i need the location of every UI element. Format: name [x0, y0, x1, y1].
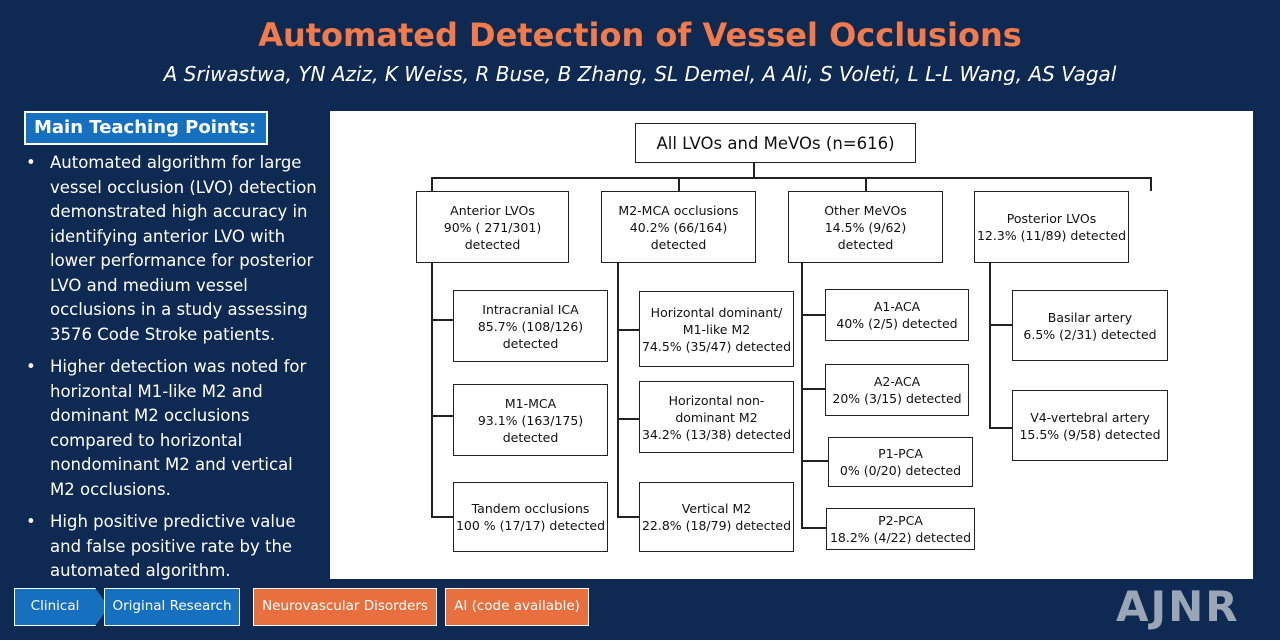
connector-line — [753, 162, 755, 178]
node-line-2: 15.5% (9/58) detected — [1019, 426, 1161, 442]
connector-line — [431, 319, 454, 321]
teaching-points-heading: Main Teaching Points: — [24, 111, 268, 145]
connector-line — [801, 388, 826, 390]
node-title: Tandem occlusions — [471, 501, 590, 516]
bullet-icon: • — [26, 357, 36, 376]
node-line-2: 12.3% (11/89) detected — [976, 228, 1127, 243]
category-other-mevos: Other MeVOs 14.5% (9/62) detected — [788, 191, 943, 263]
tag-clinical[interactable]: Clinical — [14, 588, 96, 626]
node-tandem-occlusions: Tandem occlusions 100 % (17/17) detected — [453, 482, 608, 552]
connector-line — [801, 527, 827, 529]
node-title: Other MeVOs — [824, 202, 907, 218]
node-line-3: detected — [837, 236, 894, 252]
bullet-icon: • — [26, 153, 36, 172]
flowchart-panel: All LVOs and MeVOs (n=616) Anterior LVOs… — [330, 111, 1253, 579]
node-title: Horizontal non- — [668, 392, 765, 408]
tag-ai-code-available[interactable]: AI (code available) — [445, 588, 589, 626]
connector-line — [989, 324, 1013, 326]
teaching-point-text: Automated algorithm for large vessel occ… — [50, 153, 317, 344]
node-line-2: dominant M2 — [675, 409, 758, 425]
node-line-3: detected — [502, 335, 559, 351]
connector-line — [617, 418, 640, 420]
category-m2-mca: M2-MCA occlusions 40.2% (66/164) detecte… — [601, 191, 756, 263]
connector-line — [989, 262, 991, 428]
node-line-3: detected — [650, 236, 707, 252]
node-line-2: 20% (3/15) detected — [832, 391, 962, 406]
node-title: Vertical M2 — [681, 501, 752, 516]
node-line-2: 0% (0/20) detected — [839, 463, 962, 478]
ajnr-logo: AJNR — [1116, 582, 1240, 631]
node-title: V4-vertebral artery — [1030, 409, 1150, 425]
node-title: Intracranial ICA — [482, 301, 579, 317]
tag-original-research[interactable]: Original Research — [104, 588, 240, 626]
node-line-3: detected — [464, 236, 521, 252]
teaching-points-list: • Automated algorithm for large vessel oc… — [22, 151, 322, 592]
connector-line — [431, 415, 454, 417]
node-line-2: 22.8% (18/79) detected — [641, 518, 792, 533]
connector-line — [801, 314, 826, 316]
connector-line — [617, 516, 640, 518]
node-title: Basilar artery — [1047, 309, 1133, 325]
author-list: A Sriwastwa, YN Aziz, K Weiss, R Buse, B… — [163, 62, 1117, 86]
page-title: Automated Detection of Vessel Occlusions — [258, 16, 1022, 54]
node-a2-aca: A2-ACA 20% (3/15) detected — [825, 364, 969, 416]
category-posterior-lvos: Posterior LVOs 12.3% (11/89) detected — [974, 191, 1129, 263]
connector-line — [431, 177, 433, 191]
node-intracranial-ica: Intracranial ICA 85.7% (108/126) detecte… — [453, 290, 608, 362]
connector-line — [431, 516, 454, 518]
teaching-point-text: High positive predictive value and false… — [50, 512, 296, 580]
tag-neurovascular-disorders[interactable]: Neurovascular Disorders — [253, 588, 437, 626]
node-title: A2-ACA — [873, 374, 921, 389]
node-a1-aca: A1-ACA 40% (2/5) detected — [825, 289, 969, 341]
node-title: P1-PCA — [878, 446, 923, 461]
node-title: Anterior LVOs — [450, 202, 535, 218]
node-horizontal-dominant-m2: Horizontal dominant/ M1-like M2 74.5% (3… — [639, 291, 794, 367]
node-title: P2-PCA — [878, 513, 923, 528]
category-anterior-lvos: Anterior LVOs 90% ( 271/301) detected — [416, 191, 569, 263]
node-title: Horizontal dominant/ — [650, 304, 783, 320]
connector-line — [431, 262, 433, 517]
node-line-3: 74.5% (35/47) detected — [641, 338, 792, 354]
bullet-icon: • — [26, 512, 36, 531]
node-line-2: 85.7% (108/126) — [477, 318, 584, 334]
teaching-point: • High positive predictive value and fals… — [22, 510, 322, 584]
connector-line — [801, 262, 803, 528]
node-line-2: M1-like M2 — [682, 321, 751, 337]
teaching-point-text: Higher detection was noted for horizonta… — [50, 357, 307, 499]
connector-line — [989, 427, 1013, 429]
connector-line — [865, 177, 867, 191]
node-v4-vertebral-artery: V4-vertebral artery 15.5% (9/58) detecte… — [1012, 390, 1168, 461]
node-p1-pca: P1-PCA 0% (0/20) detected — [828, 437, 973, 487]
connector-line — [678, 177, 680, 191]
node-line-2: 90% ( 271/301) — [443, 219, 542, 235]
node-line-2: 93.1% (163/175) — [477, 412, 584, 428]
root-node-label: All LVOs and MeVOs (n=616) — [656, 133, 895, 153]
root-node: All LVOs and MeVOs (n=616) — [635, 123, 916, 163]
node-title: M1-MCA — [504, 395, 557, 411]
node-title: A1-ACA — [873, 299, 921, 314]
node-vertical-m2: Vertical M2 22.8% (18/79) detected — [639, 482, 794, 552]
node-line-2: 6.5% (2/31) detected — [1023, 326, 1157, 342]
node-title: Posterior LVOs — [1006, 211, 1097, 226]
connector-line — [617, 262, 619, 517]
node-p2-pca: P2-PCA 18.2% (4/22) detected — [826, 508, 975, 550]
node-line-2: 18.2% (4/22) detected — [829, 530, 972, 545]
node-line-2: 40% (2/5) detected — [836, 316, 958, 331]
connector-line — [431, 177, 1151, 179]
node-horizontal-nondominant-m2: Horizontal non- dominant M2 34.2% (13/38… — [639, 381, 794, 453]
node-line-3: detected — [502, 429, 559, 445]
node-line-2: 14.5% (9/62) — [824, 219, 907, 235]
connector-line — [1150, 177, 1152, 191]
node-line-3: 34.2% (13/38) detected — [641, 426, 792, 442]
node-title: M2-MCA occlusions — [618, 202, 739, 218]
teaching-point: • Higher detection was noted for horizont… — [22, 355, 322, 502]
teaching-point: • Automated algorithm for large vessel oc… — [22, 151, 322, 347]
connector-line — [801, 460, 829, 462]
node-basilar-artery: Basilar artery 6.5% (2/31) detected — [1012, 290, 1168, 361]
node-line-2: 100 % (17/17) detected — [455, 518, 606, 533]
connector-line — [617, 329, 640, 331]
node-m1-mca: M1-MCA 93.1% (163/175) detected — [453, 384, 608, 456]
node-line-2: 40.2% (66/164) — [629, 219, 728, 235]
